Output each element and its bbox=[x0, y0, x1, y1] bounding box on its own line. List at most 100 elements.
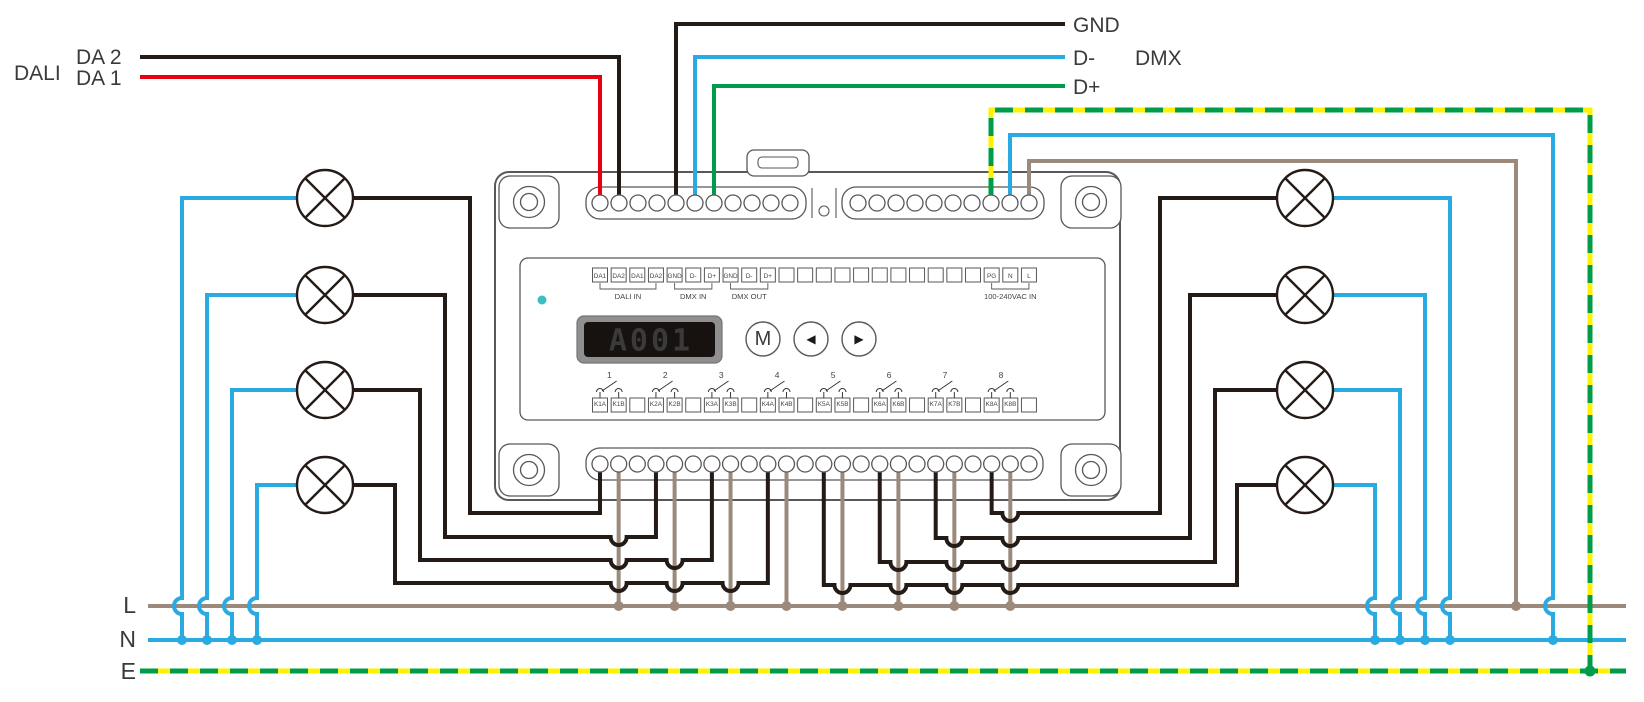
relay-label-b: K4B bbox=[780, 401, 792, 408]
mode-button-label[interactable]: M bbox=[755, 328, 772, 350]
top-terminal-r4 bbox=[906, 194, 924, 212]
junction-dot-live bbox=[725, 601, 736, 611]
lamp-symbol-8-cross bbox=[1284, 177, 1326, 219]
terminal-label-box bbox=[965, 267, 981, 283]
prev-button-label[interactable]: ◀ bbox=[806, 332, 816, 346]
relay-switch-blade bbox=[937, 380, 953, 392]
terminal-label: D+ bbox=[708, 273, 717, 280]
relay-contact-symbol bbox=[707, 388, 735, 398]
terminal-label-box bbox=[946, 267, 963, 283]
relay-switch-blade bbox=[993, 380, 1009, 392]
wire-live-top bbox=[1027, 159, 1518, 606]
terminal-label-box bbox=[592, 267, 608, 283]
relay-contact-symbol bbox=[763, 388, 791, 398]
terminal-group-bracket bbox=[991, 283, 1030, 290]
relay-switch-blade bbox=[657, 380, 673, 392]
wire-dali-da2 bbox=[140, 55, 621, 196]
wire-k4a-lamp bbox=[353, 471, 770, 593]
bottom-terminal-15 bbox=[852, 455, 870, 473]
relay-box-spare bbox=[1020, 397, 1037, 413]
bottom-terminal-21 bbox=[964, 455, 982, 473]
relay-label-a: K4A bbox=[762, 401, 775, 408]
bus-neutral-label: N bbox=[119, 626, 136, 652]
top-terminal-r10 bbox=[1020, 194, 1038, 212]
terminal-label: D- bbox=[690, 273, 697, 280]
bottom-terminal-7 bbox=[703, 455, 721, 473]
terminal-label-box bbox=[983, 267, 1000, 283]
terminal-label-box bbox=[1020, 267, 1037, 283]
dmx-group-label: DMX bbox=[1135, 47, 1182, 70]
terminal-group-caption: 100-240VAC IN bbox=[984, 292, 1037, 301]
bottom-terminal-strip bbox=[585, 447, 1044, 481]
terminal-label: DA2 bbox=[612, 273, 625, 280]
top-terminal-10 bbox=[762, 194, 780, 212]
terminal-label: D+ bbox=[764, 273, 773, 280]
lamp-symbol-2-cross bbox=[304, 274, 346, 316]
junction-dot-neutral bbox=[1548, 635, 1558, 645]
terminal-label-box bbox=[629, 267, 646, 283]
terminal-label-box bbox=[1002, 267, 1019, 283]
bottom-terminal-10 bbox=[759, 455, 777, 473]
next-button-label[interactable]: ▶ bbox=[854, 332, 864, 346]
clip-hole bbox=[818, 205, 830, 217]
next-button[interactable] bbox=[841, 321, 877, 357]
relay-box-spare bbox=[741, 397, 758, 413]
bottom-terminal-2 bbox=[610, 455, 628, 473]
bus-earth-label: E bbox=[121, 658, 136, 684]
relay-label-b: K8B bbox=[1004, 401, 1016, 408]
relay-label-a: K5A bbox=[818, 401, 831, 408]
wire-dmx-gnd bbox=[674, 22, 1065, 196]
relay-switch-blade bbox=[825, 380, 841, 392]
top-terminal-r1 bbox=[849, 194, 867, 212]
terminal-label: DA1 bbox=[594, 273, 607, 280]
top-terminal-r6 bbox=[944, 194, 962, 212]
d-plus-label: D+ bbox=[1073, 76, 1100, 99]
junction-dot-neutral bbox=[1420, 635, 1430, 645]
relay-number: 3 bbox=[719, 370, 724, 380]
terminal-label-box bbox=[722, 267, 739, 283]
junction-dot-neutral bbox=[227, 635, 237, 645]
d-minus-label: D- bbox=[1073, 47, 1095, 70]
terminal-label-box bbox=[853, 267, 870, 283]
screw-hole-inner bbox=[519, 192, 539, 212]
bottom-terminal-16 bbox=[871, 455, 889, 473]
prev-button[interactable] bbox=[793, 321, 829, 357]
wire-k8a-lamp bbox=[989, 196, 1277, 523]
screw-hole-inner bbox=[1081, 192, 1101, 212]
mode-button[interactable] bbox=[745, 321, 781, 357]
top-terminal-4 bbox=[648, 194, 666, 212]
top-terminal-11 bbox=[781, 194, 799, 212]
wire-k1a-lamp bbox=[353, 196, 602, 515]
junction-dot-neutral bbox=[1395, 635, 1405, 645]
lamp-symbol-7-cross bbox=[1284, 274, 1326, 316]
terminal-label: PG bbox=[987, 273, 996, 280]
relay-box-spare bbox=[909, 397, 926, 413]
top-terminal-r8 bbox=[982, 194, 1000, 212]
lamp-symbol-5-cross bbox=[1284, 464, 1326, 506]
bottom-terminal-3 bbox=[628, 455, 646, 473]
terminal-label-box bbox=[797, 267, 814, 283]
lamp-symbol-4-cross bbox=[304, 464, 346, 506]
lamp-symbol-1-cross bbox=[304, 177, 346, 219]
top-terminal-3 bbox=[629, 194, 647, 212]
relay-number: 2 bbox=[663, 370, 668, 380]
relay-box-spare bbox=[629, 397, 646, 413]
top-terminal-9 bbox=[743, 194, 761, 212]
wire-lamp1-neutral bbox=[172, 196, 297, 640]
terminal-group-bracket bbox=[730, 283, 769, 290]
bottom-terminal-14 bbox=[833, 455, 852, 473]
relay-number: 5 bbox=[831, 370, 836, 380]
bottom-terminal-19 bbox=[927, 455, 945, 473]
relay-label-a: K1A bbox=[594, 401, 607, 408]
wire-k2a-lamp bbox=[353, 293, 658, 547]
relay-switch-blade bbox=[769, 380, 785, 392]
junction-dot-live bbox=[837, 601, 848, 611]
wire-neutral-top bbox=[1008, 133, 1555, 640]
terminal-group-bracket bbox=[599, 283, 657, 290]
da1-label: DA 1 bbox=[76, 67, 122, 90]
wire-lamp3-neutral bbox=[222, 388, 297, 640]
bottom-terminal-4 bbox=[647, 455, 665, 473]
junction-dot-live bbox=[1511, 601, 1521, 611]
top-terminal-r3 bbox=[887, 194, 905, 212]
